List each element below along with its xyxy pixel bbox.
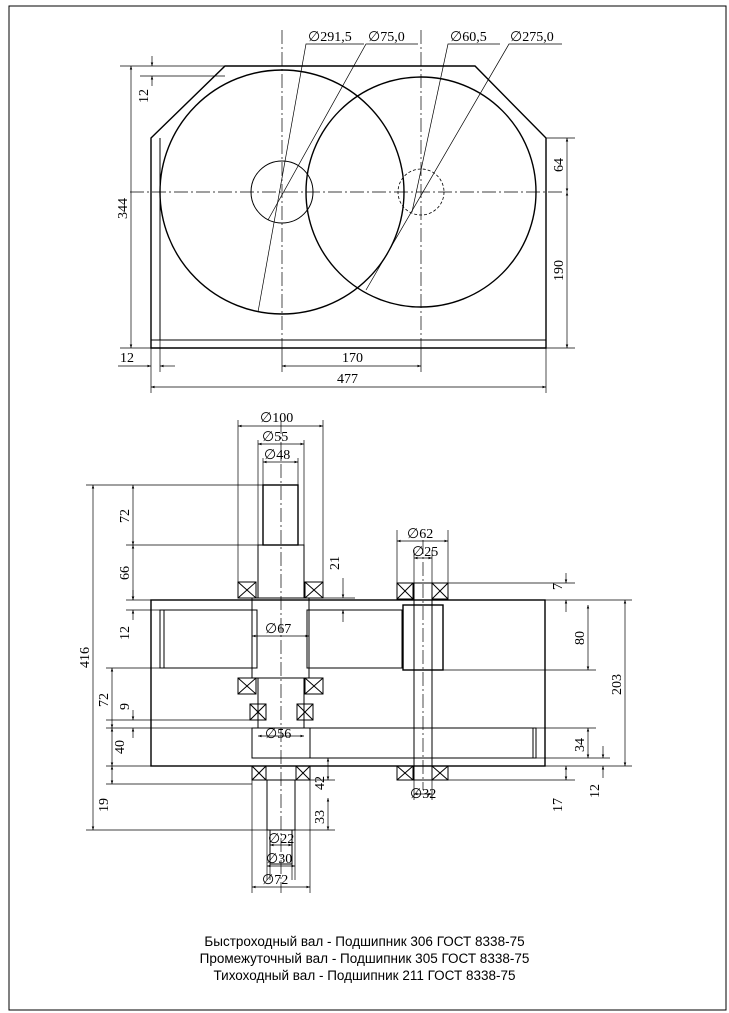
bearing-output-bottom-left [396,765,414,781]
bearing-bottom-right [295,765,311,781]
dim-170-label: 170 [342,351,363,366]
bearing-input-top-right [304,581,324,599]
dim-d291-label: ∅291,5 [308,30,352,45]
shaft-input-hub [251,597,310,679]
dim-d275-label: ∅275,0 [510,30,554,45]
dim-d48-label: ∅48 [264,448,290,463]
bearing-output-top-right [431,582,449,600]
dim-12b-label: 12 [588,784,603,798]
shaft-input-top [262,484,299,546]
dim-d25-label: ∅25 [412,545,438,560]
bearing-bottom-left [251,765,267,781]
dim-d55-label: ∅55 [262,430,288,445]
leader-d291 [257,43,364,313]
dim-d22-label: ∅22 [268,832,294,847]
bearing-mid-right [304,677,324,695]
bearing-notes: Быстроходный вал - Подшипник 306 ГОСТ 83… [0,933,729,984]
shaft-output-body [402,604,444,671]
dim-d62-label: ∅62 [407,527,433,542]
gear-upper-right [306,609,403,669]
note-slow-shaft: Тихоходный вал - Подшипник 211 ГОСТ 8338… [213,968,516,983]
bearing-output-top-left [396,582,414,600]
bearing-lower-right [296,703,314,721]
leader-d75 [267,43,418,221]
note-fast-shaft: Быстроходный вал - Подшипник 306 ГОСТ 83… [204,934,525,949]
dim-12-left-label: 12 [120,351,134,366]
dim-19-label: 19 [97,798,112,812]
dim-12a-label: 12 [118,626,133,640]
bearing-output-bottom-right [431,765,449,781]
dim-203-label: 203 [610,674,625,695]
dim-d56-label: ∅56 [265,727,291,742]
drawing-frame [8,5,727,1011]
note-intermediate-shaft: Промежуточный вал - Подшипник 305 ГОСТ 8… [199,951,530,966]
side-view: ∅100 ∅55 ∅48 ∅62 ∅25 ∅67 ∅56 ∅32 ∅22 ∅30 [78,411,632,893]
dim-42-label: 42 [313,776,328,790]
shaft-output-rod [413,582,433,781]
dim-12-top-label: 12 [137,89,152,103]
dim-477-label: 477 [337,372,358,387]
dim-64-label: 64 [552,158,567,172]
top-view: ∅291,5 ∅75,0 ∅60,5 ∅275,0 344 12 64 190 … [116,30,575,393]
dim-72a-label: 72 [118,509,133,523]
dim-344-label: 344 [116,198,131,219]
dim-40-label: 40 [113,740,128,754]
bearing-mid-left [237,677,257,695]
dim-d30-label: ∅30 [266,852,292,867]
dim-80-label: 80 [573,631,588,645]
gear-upper-left [159,609,258,669]
dim-d60-label: ∅60,5 [450,30,487,45]
dim-9-label: 9 [118,703,133,710]
dim-17-label: 17 [551,798,566,812]
housing-outline-side [150,599,546,767]
dim-21-label: 21 [328,556,343,570]
bearing-input-top-left [237,581,257,599]
dim-190-label: 190 [552,260,567,281]
housing-outline-top [150,65,547,349]
dim-34-label: 34 [573,738,588,752]
dim-7-label: 7 [551,583,566,590]
dim-d32-label: ∅32 [410,787,436,802]
dim-416-label: 416 [78,647,93,668]
leader-d275 [365,43,562,291]
bearing-lower-left [249,703,267,721]
dim-d72b-label: ∅72 [262,873,288,888]
dim-72b-label: 72 [97,693,112,707]
dim-d75-label: ∅75,0 [368,30,405,45]
dim-d100-label: ∅100 [260,411,293,426]
dim-d67-label: ∅67 [265,622,291,637]
leader-d60 [411,43,500,213]
dim-33-label: 33 [313,810,328,824]
dim-66-label: 66 [118,566,133,580]
